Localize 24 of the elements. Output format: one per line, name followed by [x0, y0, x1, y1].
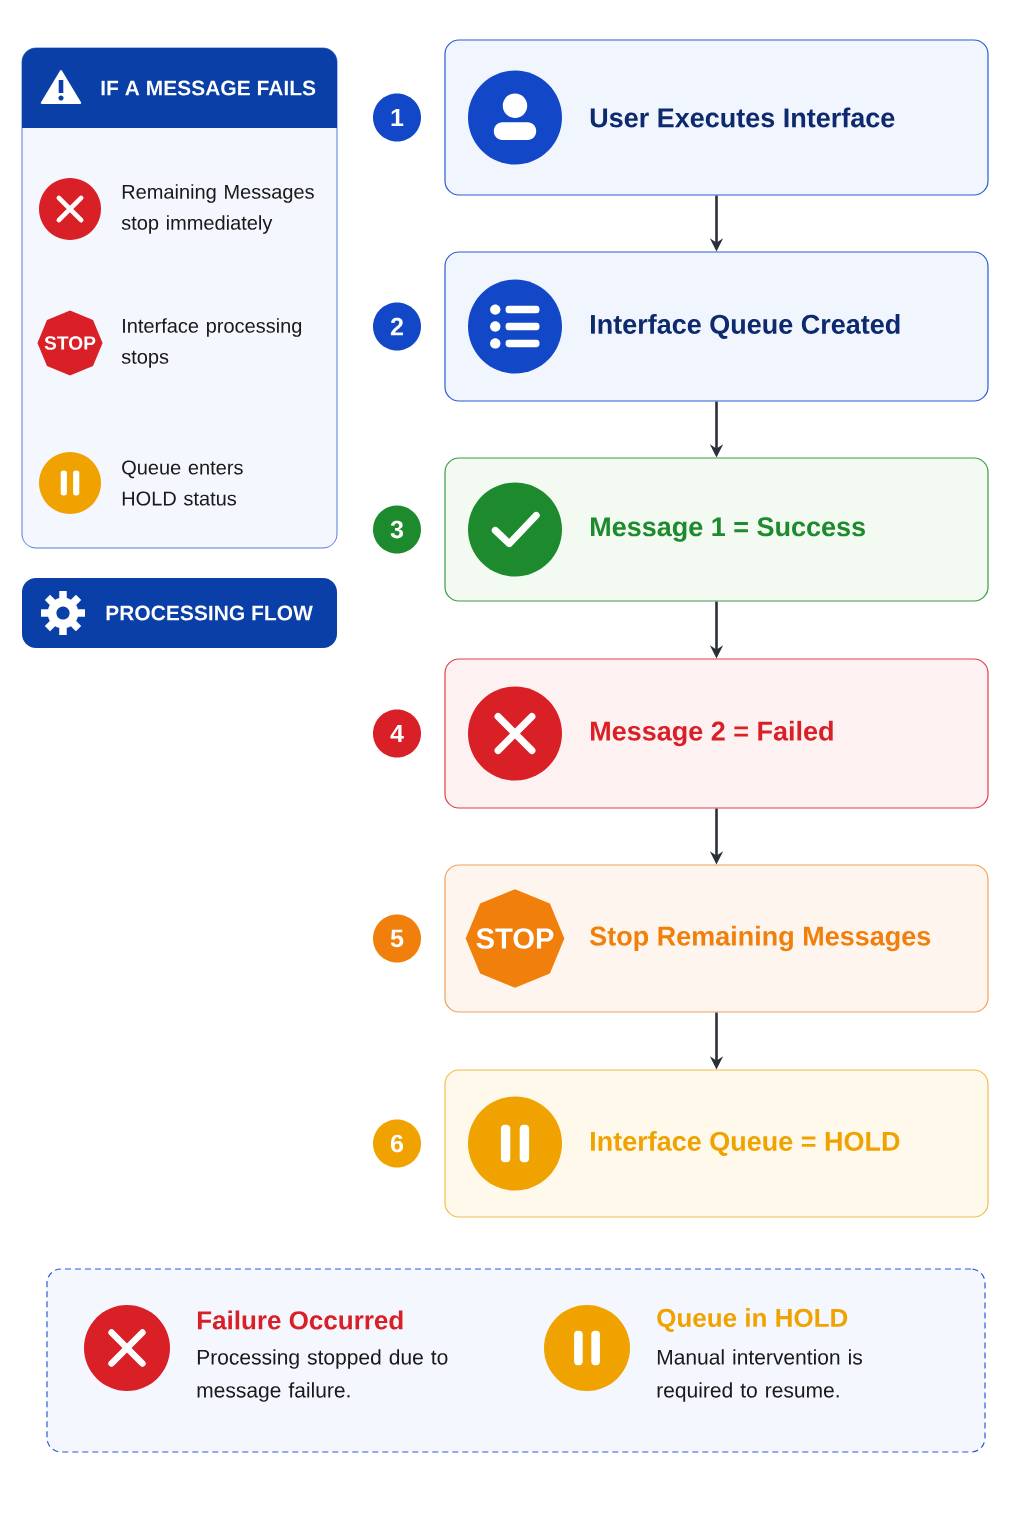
step-title: Interface Queue Created [591, 314, 900, 339]
item-text: Remaining Messages stop immediately [121, 184, 314, 234]
summary-heading: Failure Occurred [197, 1310, 403, 1330]
step-title: Interface Queue = HOLD [591, 1131, 900, 1156]
step-title: Stop Remaining Messages [590, 925, 931, 952]
item-text: Interface processing stops [121, 318, 302, 368]
section-button: PROCESSING FLOW [22, 578, 337, 648]
summary-text: Manual intervention is required to resume. [657, 1349, 862, 1402]
summary-heading: Queue in HOLD [657, 1308, 848, 1332]
stop-sign-text: STOP [476, 928, 554, 949]
summary-box [46, 1268, 986, 1453]
panel-heading: IF A MESSAGE FAILS [101, 80, 316, 96]
step-number: 2 [373, 302, 421, 351]
step-number: 6 [373, 1119, 421, 1168]
step-number: 3 [373, 505, 421, 554]
step-title: Message 1 = Success [591, 517, 865, 542]
step-number: 5 [373, 914, 421, 963]
step-title: Message 2 = Failed [591, 720, 833, 747]
step-number: 4 [373, 709, 421, 758]
step-number: 1 [373, 93, 421, 142]
step-title: User Executes Interface [590, 107, 895, 128]
summary-text: Processing stopped due to message failure. [197, 1349, 448, 1402]
item-text: Queue enters HOLD status [122, 460, 243, 506]
stop-sign-text: STOP [44, 336, 96, 350]
